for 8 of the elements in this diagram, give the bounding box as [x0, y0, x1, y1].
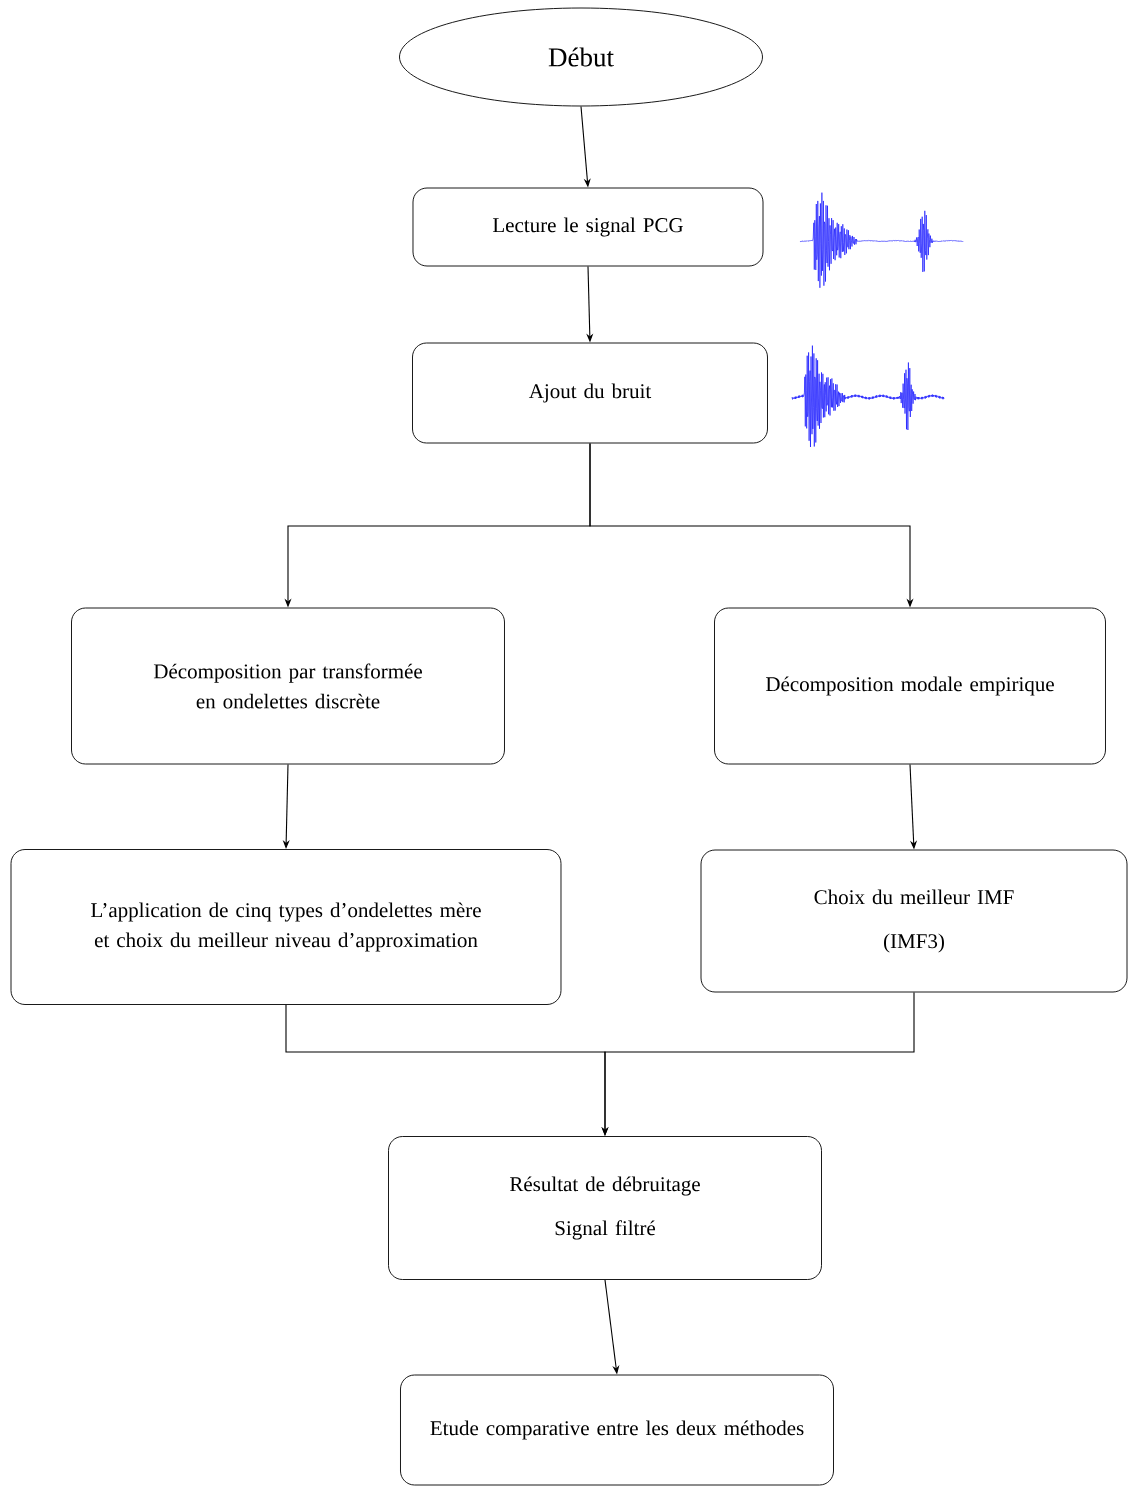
- process-box: Lecture le signal PCG: [412, 187, 764, 267]
- process-box: Décomposition par transformée en ondelettes discrète: [71, 607, 505, 765]
- process-box: Etude comparative entre les deux méthodes: [400, 1374, 834, 1486]
- process-box: L’application de cinq types d’ondelettes mère et choix du meilleur niveau d’approximation: [10, 849, 562, 1005]
- process-box: Choix du meilleur IMF (IMF3): [700, 849, 1128, 993]
- process-box: Résultat de débruitage Signal filtré: [388, 1136, 822, 1280]
- process-box: Ajout du bruit: [412, 342, 768, 444]
- process-box: Décomposition modale empirique: [714, 607, 1106, 765]
